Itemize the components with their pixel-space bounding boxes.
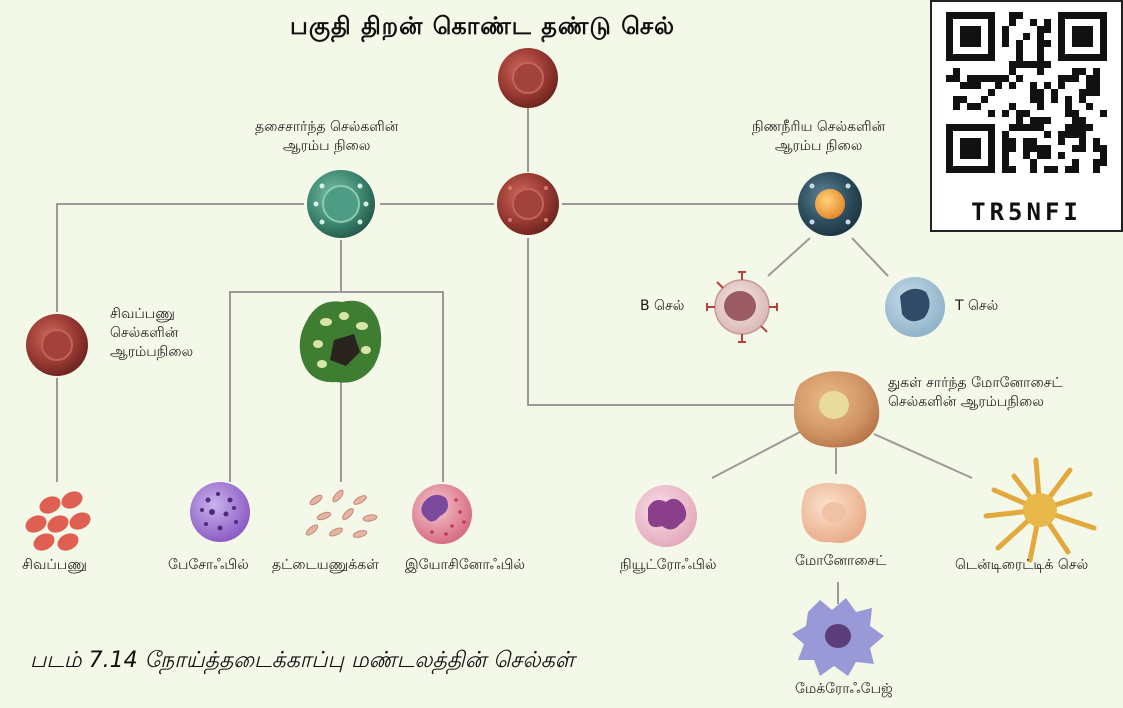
- monocyte-progenitor-label-line1: துகள் சார்ந்த மோனோசைட்: [888, 374, 1063, 393]
- t-cell: [885, 277, 945, 337]
- b-cell: [707, 272, 777, 342]
- platelets-label: தட்டையணுக்கள்: [272, 556, 379, 575]
- eosinophil-label: இயோசினோஃபில்: [405, 556, 525, 575]
- myeloid-progenitor-label-line1: தசைசார்ந்த செல்களின்: [255, 118, 398, 137]
- erythroid-progenitor-label: சிவப்பணு செல்களின் ஆரம்பநிலை: [110, 305, 193, 362]
- myeloid-progenitor-label: தசைசார்ந்த செல்களின் ஆரம்ப நிலை: [255, 118, 398, 156]
- lymphoid-progenitor-label-line2: ஆரம்ப நிலை: [752, 137, 885, 156]
- monocyte-progenitor-label-line2: செல்களின் ஆரம்பநிலை: [888, 393, 1063, 412]
- megakaryocyte-cell: [300, 301, 381, 383]
- dendritic-cell-body: [1023, 493, 1057, 527]
- red-blood-cells: [23, 488, 94, 554]
- qr-code-text: TR5NFI: [932, 198, 1121, 226]
- lymphoid-progenitor-label: நிணநீரிய செல்களின் ஆரம்ப நிலை: [752, 118, 885, 156]
- rbc-label: சிவப்பணு: [22, 556, 87, 575]
- neutrophil-cell: [635, 485, 697, 547]
- macrophage-label: மேக்ரோஃபேஜ்: [795, 680, 893, 699]
- erythroid-progenitor-cell: [26, 314, 88, 376]
- diagram-title: பகுதி திறன் கொண்ட தண்டு செல்: [290, 12, 675, 43]
- figure-caption: படம் 7.14 நோய்த்தடைக்காப்பு மண்டலத்தின் …: [30, 648, 575, 676]
- neutrophil-label: நியூட்ரோஃபில்: [620, 556, 716, 575]
- platelets-cluster: [305, 489, 378, 539]
- t-cell-label: T செல்: [955, 297, 998, 316]
- monocyte-progenitor-cell: [794, 371, 879, 447]
- monocyte-cell: [801, 483, 866, 543]
- basophil-label: பேசோஃபில்: [168, 556, 249, 575]
- monocyte-progenitor-label: துகள் சார்ந்த மோனோசைட் செல்களின் ஆரம்பநி…: [888, 374, 1063, 412]
- lymphoid-progenitor-cell: [798, 172, 862, 236]
- stem-cell-top: [498, 48, 558, 108]
- eosinophil-cell: [412, 484, 472, 544]
- qr-code-box[interactable]: TR5NFI: [930, 0, 1123, 232]
- dendritic-label: டென்டிரைட்டிக் செல்: [955, 556, 1088, 575]
- macrophage-cell: [792, 598, 884, 676]
- basophil-cell: [190, 482, 250, 542]
- stem-cell-center: [497, 173, 559, 235]
- lymphoid-progenitor-label-line1: நிணநீரிய செல்களின்: [752, 118, 885, 137]
- erythroid-progenitor-label-line3: ஆரம்பநிலை: [110, 343, 193, 362]
- erythroid-progenitor-label-line1: சிவப்பணு: [110, 305, 193, 324]
- myeloid-progenitor-cell: [307, 170, 375, 238]
- b-cell-label: B செல்: [640, 297, 684, 316]
- qr-code-icon: [946, 12, 1107, 173]
- myeloid-progenitor-label-line2: ஆரம்ப நிலை: [255, 137, 398, 156]
- monocyte-label: மோனோசைட்: [795, 552, 887, 571]
- erythroid-progenitor-label-line2: செல்களின்: [110, 324, 193, 343]
